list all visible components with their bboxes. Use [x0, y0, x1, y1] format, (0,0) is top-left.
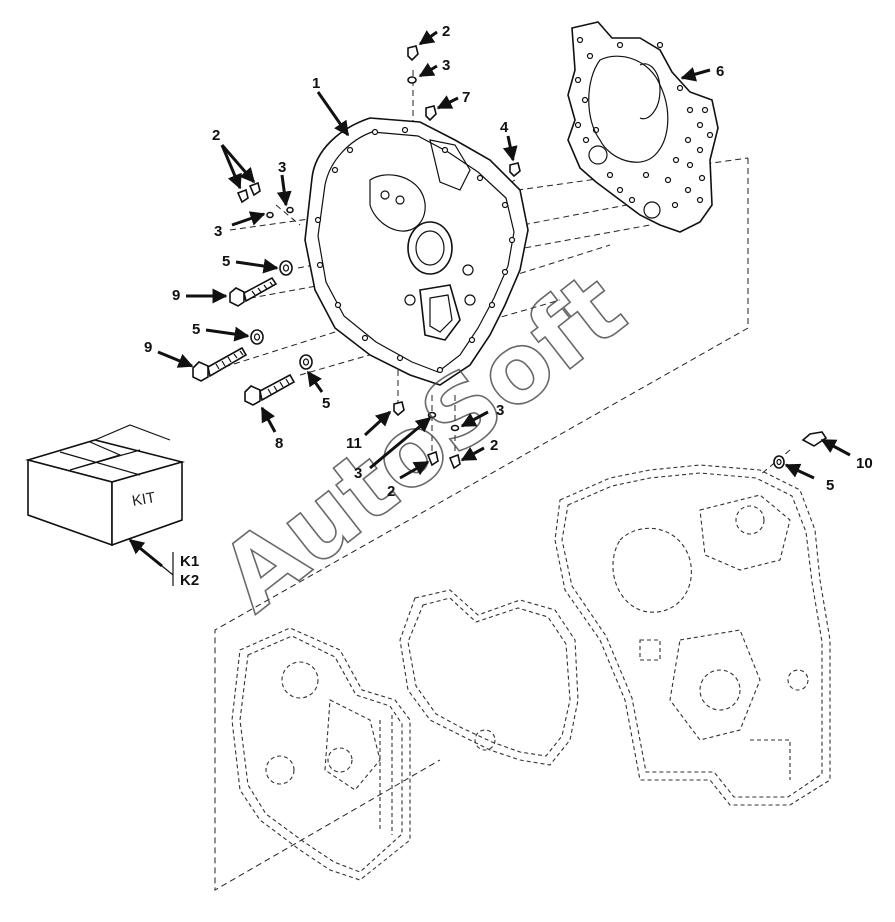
- ghost-gasket: [399, 589, 579, 766]
- callout-1: 1: [312, 75, 320, 92]
- kit-box-label: KIT: [131, 489, 157, 510]
- callout-2: 2: [490, 437, 498, 454]
- kit-leader: K1 K2: [128, 538, 199, 589]
- callout-2: 2: [442, 23, 450, 40]
- callout-2: 2: [387, 483, 395, 500]
- callout-labels: 1 2 3 7 6 4 2 3 3 5 9 5 9 8 5 11 3 3 2 2…: [144, 23, 873, 500]
- housing-part: [304, 117, 529, 386]
- callout-3: 3: [442, 57, 450, 74]
- callout-6: 6: [716, 63, 724, 80]
- bolt-9-lower: [192, 346, 248, 382]
- callout-3: 3: [496, 402, 504, 419]
- callout-5: 5: [222, 253, 230, 270]
- callout-10: 10: [856, 455, 873, 472]
- gasket-part: [567, 21, 719, 233]
- callout-3: 3: [354, 465, 362, 482]
- callout-5: 5: [192, 321, 200, 338]
- leader-arrows: [157, 30, 851, 480]
- callout-4: 4: [500, 119, 509, 136]
- bolt-9-upper: [229, 276, 278, 307]
- small-fittings: [236, 45, 828, 470]
- ghost-valve-body: [231, 627, 411, 881]
- ghost-transmission-case: [554, 464, 831, 806]
- callout-5: 5: [322, 395, 330, 412]
- callout-2: 2: [212, 127, 220, 144]
- callout-7: 7: [462, 89, 470, 106]
- callout-5: 5: [826, 477, 834, 494]
- kit-code-k2: K2: [180, 572, 199, 589]
- callout-9: 9: [144, 339, 152, 356]
- washers: [250, 260, 785, 469]
- callout-3: 3: [214, 223, 222, 240]
- kit-code-k1: K1: [180, 553, 199, 570]
- kit-box: KIT: [25, 424, 186, 547]
- callout-8: 8: [275, 435, 283, 452]
- callout-3: 3: [278, 159, 286, 176]
- callout-9: 9: [172, 287, 180, 304]
- callout-11: 11: [346, 435, 362, 452]
- bolt-8: [244, 373, 296, 406]
